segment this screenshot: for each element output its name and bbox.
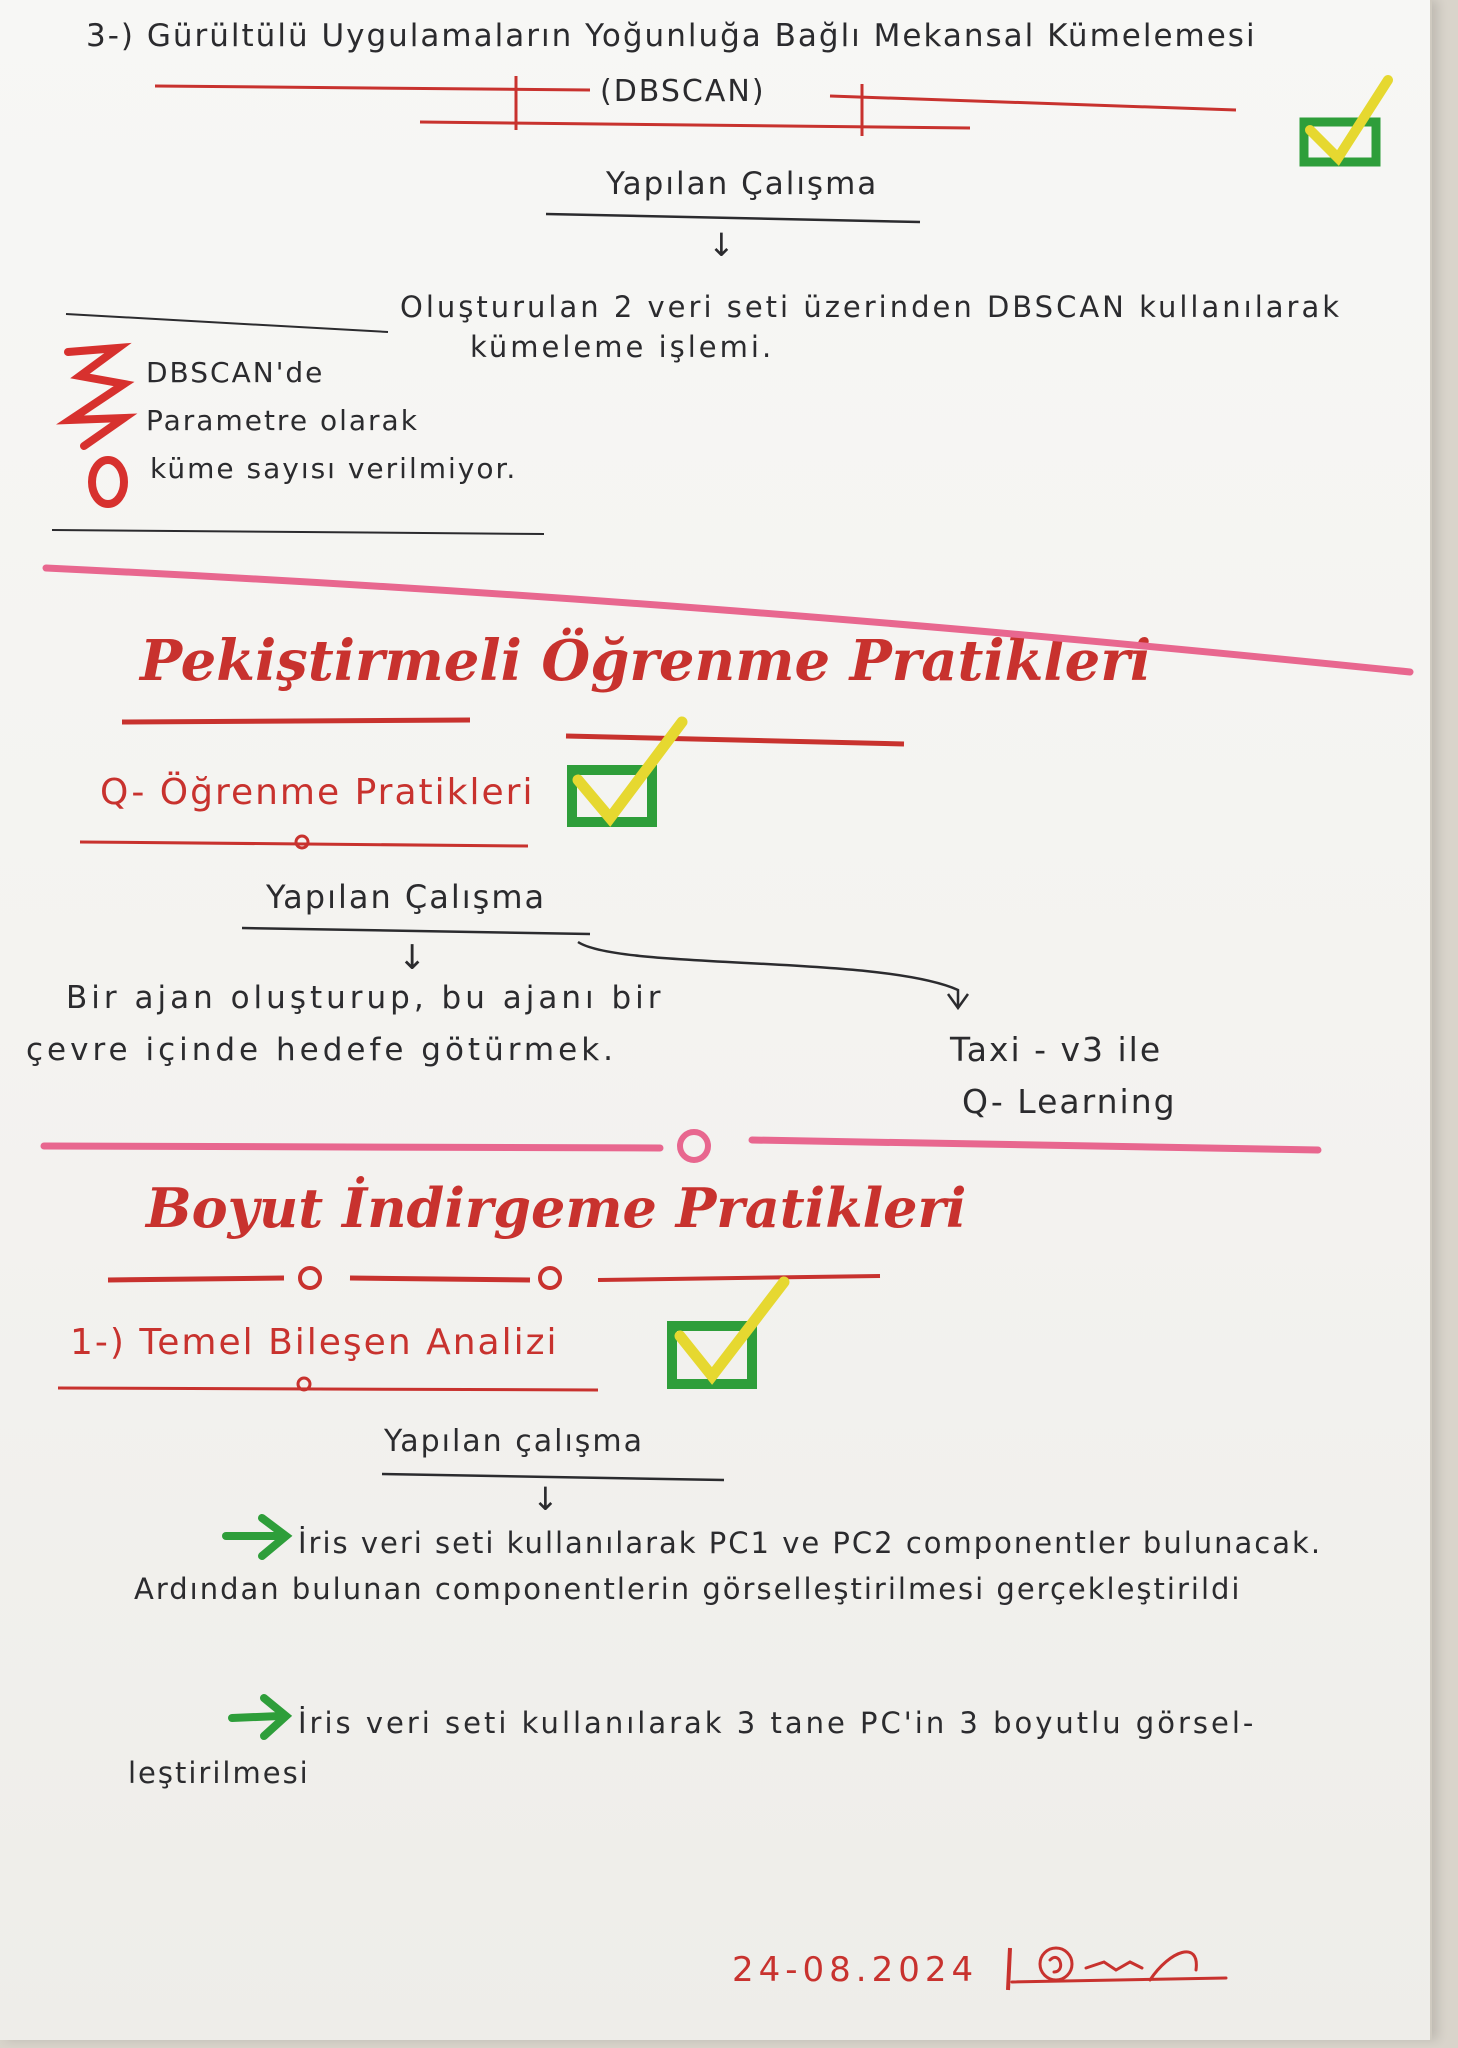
rl-left-line2: çevre içinde hedefe götürmek.: [26, 1032, 618, 1068]
pink-divider-knot: [677, 1129, 711, 1163]
pink-divider-2-left: [40, 1142, 664, 1152]
curved-arrow-icon: [577, 940, 960, 1006]
dbscan-title: 3-) Gürültülü Uygulamaların Yoğunluğa Ba…: [86, 18, 1257, 54]
rl-work-label: Yapılan Çalışma: [266, 878, 547, 916]
signature-icon: [1010, 1946, 1228, 1984]
rl-arrow-icon: ↓: [398, 938, 427, 978]
dbscan-work-label: Yapılan Çalışma: [606, 166, 879, 202]
decorations-layer: [40, 75, 1414, 1991]
check-icon-pca: [667, 1276, 790, 1389]
rl-right-line1: Taxi - v3 ile: [950, 1030, 1163, 1069]
note-bottom-line: [51, 529, 545, 535]
pca-item1-line2: Ardından bulunan componentlerin görselle…: [134, 1572, 1242, 1606]
rl-subheading-underline: [79, 840, 529, 848]
pca-arrow-icon: ↓: [532, 1480, 559, 1518]
subtitle-underline: [419, 120, 971, 130]
pca-item1-line1: İris veri seti kullanılarak PC1 ve PC2 c…: [298, 1526, 1323, 1560]
pca-subheading-underline: [57, 1386, 599, 1392]
footer-separator: [1006, 1947, 1012, 1991]
note-top-line: [65, 313, 389, 333]
pca-subheading: 1-) Temel Bileşen Analizi: [70, 1322, 559, 1363]
pca-work-label: Yapılan çalışma: [384, 1424, 645, 1459]
title-underline-right: [829, 94, 1237, 112]
pca-heading-underline-b: [349, 1275, 531, 1283]
underline-knot: [294, 834, 310, 850]
pca-item2-line1: İris veri seti kullanılarak 3 tane PC'in…: [298, 1706, 1257, 1740]
notebook-page: 3-) Gürültülü Uygulamaların Yoğunluğa Ba…: [0, 0, 1432, 2040]
dbscan-note-line3: küme sayısı verilmiyor.: [150, 452, 518, 485]
rl-work-underline: [241, 926, 591, 936]
dbscan-subtitle: (DBSCAN): [600, 74, 766, 109]
rl-subheading: Q- Öğrenme Pratikleri: [100, 772, 535, 813]
rl-heading: Pekiştirmeli Öğrenme Pratikleri: [140, 628, 1152, 694]
work-label-underline: [545, 212, 921, 224]
pink-divider-1: [42, 564, 1414, 676]
dbscan-description-line2: kümeleme işlemi.: [470, 330, 775, 364]
pca-heading-underline-a: [107, 1275, 285, 1283]
rl-heading-underline-left: [121, 717, 471, 725]
pca-heading-underline-c: [597, 1274, 881, 1282]
check-icon-rl: [567, 716, 688, 827]
rl-heading-underline-right: [565, 733, 905, 747]
dbscan-description-line1: Oluşturulan 2 veri seti üzerinden DBSCAN…: [400, 290, 1343, 324]
rl-left-line1: Bir ajan oluşturup, bu ajanı bir: [66, 980, 665, 1016]
pink-divider-2-right: [748, 1136, 1322, 1154]
pca-heading: Boyut İndirgeme Pratikleri: [146, 1176, 967, 1240]
dbscan-note-line2: Parametre olarak: [146, 404, 419, 437]
pca-work-underline: [381, 1472, 725, 1482]
title-underline-left: [154, 84, 591, 92]
rl-right-line2: Q- Learning: [962, 1082, 1177, 1121]
check-icon-dbscan: [1299, 75, 1393, 167]
countdown-marker-icon: [56, 342, 138, 508]
green-arrow-icon: [222, 1514, 293, 1560]
footer-date: 24-08.2024: [732, 1950, 979, 1990]
dbscan-arrow-icon: ↓: [708, 226, 735, 264]
dbscan-note-line1: DBSCAN'de: [146, 356, 325, 389]
pca-item2-line2: leştirilmesi: [128, 1756, 310, 1790]
green-arrow-icon: [228, 1694, 293, 1740]
